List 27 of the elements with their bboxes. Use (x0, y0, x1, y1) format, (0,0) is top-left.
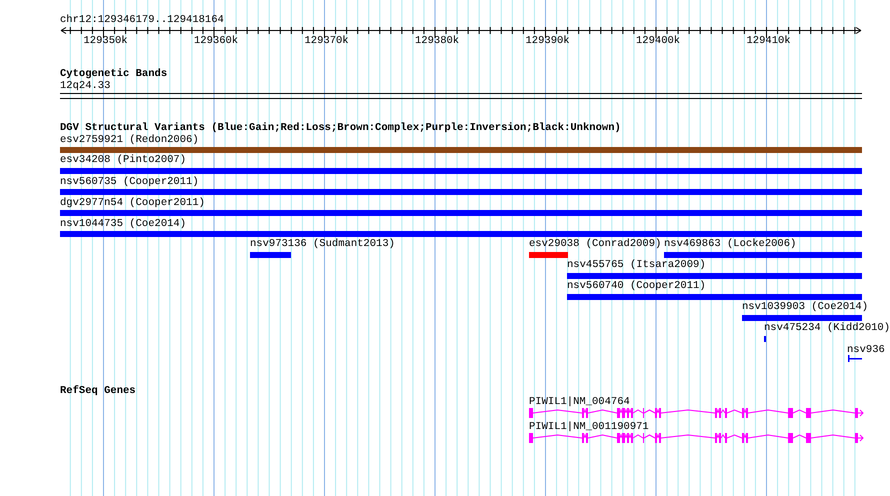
tick-label: 129370k (304, 35, 349, 47)
variant-label: nsv560740 (Cooper2011) (567, 280, 706, 292)
variant-label: nsv469863 (Locke2006) (664, 238, 796, 250)
variant-label: nsv475234 (Kidd2010) (764, 322, 890, 334)
variant-label: esv34208 (Pinto2007) (60, 154, 186, 166)
coord-label: chr12:129346179..129418164 (60, 14, 224, 26)
tick-label: 129350k (84, 35, 128, 47)
variant-label: nsv1044735 (Coe2014) (60, 218, 186, 230)
variant-label: dgv2977n54 (Cooper2011) (60, 197, 205, 209)
variant-label: nsv560735 (Cooper2011) (60, 176, 199, 188)
tick-label: 129390k (526, 35, 570, 47)
track-title: Cytogenetic Bands (60, 68, 168, 80)
band-label: 12q24.33 (60, 80, 110, 92)
variant-label: esv2759921 (Redon2006) (60, 134, 199, 146)
track-title: DGV Structural Variants (Blue:Gain;Red:Loss;Brown:Complex;Purple:Inversion;Black:Unknown) (60, 122, 621, 134)
track-title: RefSeq Genes (60, 385, 136, 397)
variant-label: nsv1039903 (Coe2014) (742, 301, 868, 313)
variant-label: esv29038 (Conrad2009) (529, 238, 662, 250)
tick-label: 129360k (194, 35, 238, 47)
variant-label: nsv455765 (Itsara2009) (567, 259, 706, 271)
tick-label: 129380k (415, 35, 460, 47)
gene-label: PIWIL1|NM_004764 (529, 396, 630, 408)
gene-label: PIWIL1|NM_001190971 (529, 421, 649, 433)
tick-label: 129400k (636, 35, 680, 47)
variant-label: nsv973136 (Sudmant2013) (250, 238, 395, 250)
tick-label: 129410k (746, 35, 791, 47)
variant-label: nsv936 (847, 344, 885, 356)
